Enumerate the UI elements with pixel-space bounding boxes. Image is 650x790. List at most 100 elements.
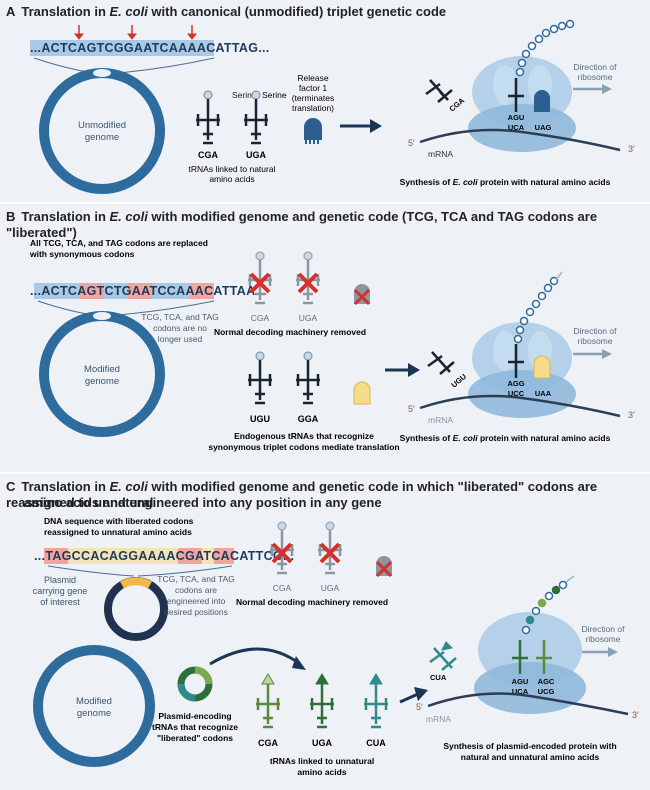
trna1-codon: CGA (198, 150, 219, 160)
trna-caption-2: amino acids (209, 174, 254, 184)
ribosome-trna-icon (508, 78, 524, 112)
zoom-line (47, 565, 135, 577)
genome-glow (93, 69, 111, 77)
synthesis-caption: Synthesis of E. coli protein with natura… (400, 433, 611, 443)
trna-plasmid-icon (177, 666, 213, 702)
removed-trna-2-icon (318, 521, 342, 575)
direction-2: ribosome (578, 72, 613, 82)
removed-trna-1-icon (248, 251, 272, 305)
endo-2: synonymous triplet codons mediate transl… (208, 442, 399, 452)
ribosome-rf-icon (534, 90, 550, 112)
incoming-codon: UGU (450, 372, 469, 390)
peptide-arrow (565, 575, 575, 583)
arrow-icon (399, 687, 428, 704)
engineered-1: TCG, TCA, and TAG (157, 574, 234, 584)
arrow-icon (385, 363, 420, 377)
u-trna2: UGA (312, 738, 333, 748)
genome-label-1: Modified (76, 696, 112, 707)
new-trna1: UGU (250, 414, 270, 424)
genome-label-2: genome (85, 376, 119, 387)
plasmid-1: Plasmid (44, 575, 76, 585)
codon-highlight-red (80, 283, 104, 299)
synthesis-1: Synthesis of plasmid-encoded protein wit… (443, 741, 616, 751)
synthesis-em: E. coli (453, 177, 479, 187)
genome-label-1: Unmodified (78, 120, 126, 131)
rf-3: (terminates (292, 93, 335, 103)
synthesis-caption: Synthesis of E. coli protein with natura… (400, 177, 611, 187)
genome-label-2: genome (85, 132, 119, 143)
red-x-icon (297, 272, 319, 294)
mrna-5prime: 5′ (408, 138, 415, 148)
ribosome-icon (474, 612, 586, 714)
codon-bot-1: UCA (512, 687, 529, 696)
mrna-label: mRNA (428, 415, 453, 425)
unmodified-genome-circle (39, 68, 165, 194)
trna-serine-1-icon (196, 90, 220, 145)
red-x-icon (249, 272, 271, 294)
engineered-4: desired positions (164, 607, 228, 617)
removed-caption: Normal decoding machinery removed (236, 597, 388, 607)
zoom-line (137, 565, 233, 577)
peptide-chain (521, 580, 568, 635)
unused-3: longer used (158, 334, 203, 344)
direction-arrow-icon (573, 349, 612, 359)
peptide-arrow (555, 271, 563, 281)
mrna-3prime: 3′ (628, 144, 635, 154)
synthesis-pre: Synthesis of (400, 433, 453, 443)
codon-top-2: AGC (538, 677, 555, 686)
removed-trna2: UGA (299, 313, 318, 323)
synthesis-post: protein with natural amino acids (478, 433, 611, 443)
direction-arrow-icon (573, 84, 612, 94)
incoming-trna-icon (429, 641, 457, 671)
engineered-3: engineered into (167, 596, 226, 606)
ribosome-rf-icon (533, 355, 551, 379)
penc-1: Plasmid-encoding (158, 711, 231, 721)
dna-1: DNA sequence with liberated codons (44, 516, 194, 526)
removed-trna-2-icon (296, 251, 320, 305)
endogenous-trna-1-icon (248, 351, 272, 405)
trna2-aa: Serine (262, 90, 287, 100)
incoming-codon: CUA (430, 673, 447, 682)
dna-2: reassigned to unnatural amino acids (44, 527, 192, 537)
curved-arrow-head (292, 656, 306, 670)
curved-arrow-icon (209, 647, 301, 666)
mrna-label: mRNA (426, 714, 451, 724)
rf-2: factor 1 (299, 83, 328, 93)
codon-highlight-red (190, 283, 214, 299)
codon-top-1: AGU (512, 677, 529, 686)
release-factor-icon (304, 118, 322, 144)
panel-c-title-line2: amino acids and engineered into any posi… (24, 495, 382, 510)
unused-1: TCG, TCA, and TAG (141, 312, 218, 322)
red-x-icon (319, 542, 341, 564)
panel-b-diagram: All TCG, TCA, and TAG codons are replace… (29, 238, 635, 452)
sequence-highlight (34, 283, 214, 299)
direction-2: ribosome (586, 634, 621, 644)
peptide-chain (515, 19, 575, 77)
incoming-codon: CGA (448, 96, 467, 114)
mrna-3prime: 3′ (632, 710, 639, 720)
release-factor-2-icon (353, 381, 371, 405)
peptide-chain (513, 276, 559, 344)
mrna-5prime: 5′ (408, 404, 415, 414)
removed-release-factor-icon (375, 556, 393, 578)
genome-label-2: genome (77, 708, 111, 719)
ribosome-trna-2-icon (536, 640, 552, 674)
rf-4: translation) (292, 103, 334, 113)
plasmid-circle (104, 577, 168, 641)
panel-a-sequence: ...ACTCAGTCGGAATCAAAACATTAG... (30, 41, 270, 55)
trna2-codon: UGA (246, 150, 267, 160)
codon-bot-2: UCG (538, 687, 555, 696)
panel-c-title-post: with modified genome and genetic code in… (6, 479, 598, 510)
synthesis-2: natural and unnatural amino acids (461, 752, 600, 762)
panel-b-label: B (6, 209, 16, 224)
rf-1: Release (297, 73, 328, 83)
endogenous-trna-2-icon (296, 351, 320, 405)
codon-bot-2: UAG (535, 123, 552, 132)
panel-b-title-post: with modified genome and genetic code (T… (6, 209, 598, 240)
mrna-5prime: 5′ (416, 702, 423, 712)
codon-bot-1: UCC (508, 389, 525, 398)
penc-2: tRNAs that recognize (152, 722, 238, 732)
